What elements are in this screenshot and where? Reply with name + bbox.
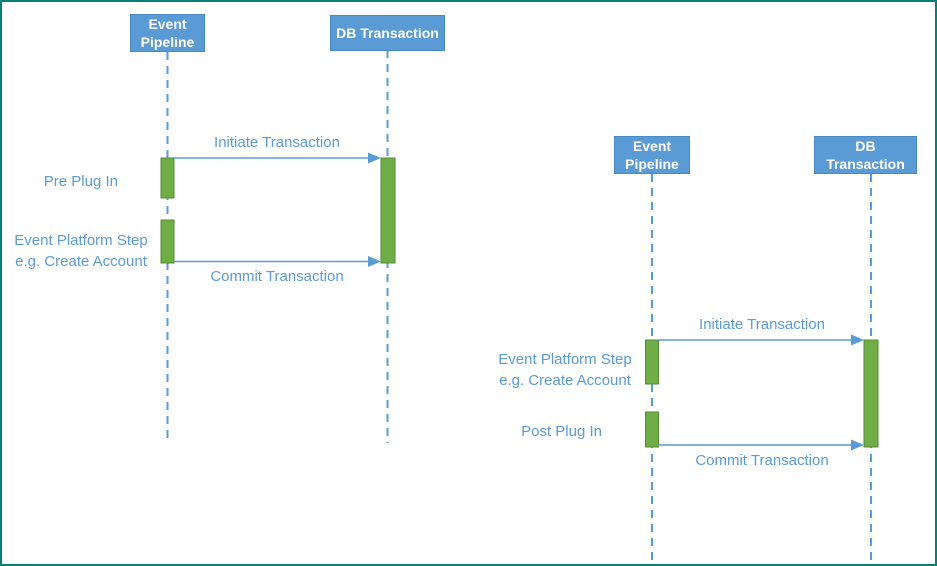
left-activation-bar-pre-plug-in (160, 157, 175, 199)
right-actor-box-db-transaction: DB Transaction (814, 136, 917, 174)
left-activation-bar-db-transaction (380, 157, 396, 264)
right-message-label-initiate-transaction: Initiate Transaction (699, 316, 825, 333)
left-actor-box-db-transaction: DB Transaction (330, 15, 445, 51)
right-message-label-commit-transaction: Commit Transaction (695, 452, 829, 469)
right-activation-bar-post-plug-in (645, 411, 659, 448)
right-initiate-transaction-arrowhead-icon (851, 334, 864, 346)
left-activation-label-event-platform-step: Event Platform Step e.g. Create Account (14, 232, 148, 270)
left-activation-bar-event-platform-step (160, 219, 175, 264)
right-commit-transaction-arrowhead-icon (851, 439, 864, 451)
right-activation-bar-db-transaction (863, 339, 879, 448)
left-actor-box-event-pipeline: Event Pipeline (130, 14, 205, 52)
right-activation-bar-event-platform-step (645, 339, 659, 385)
right-actor-box-event-pipeline: Event Pipeline (614, 136, 690, 174)
left-initiate-transaction-arrowhead-icon (368, 152, 381, 164)
left-commit-transaction-arrowhead-icon (368, 256, 381, 267)
left-activation-label-pre-plug-in: Pre Plug In (43, 173, 118, 190)
left-message-label-initiate-transaction: Initiate Transaction (214, 134, 340, 151)
right-activation-label-post-plug-in: Post Plug In (521, 423, 602, 440)
left-message-label-commit-transaction: Commit Transaction (210, 268, 344, 285)
right-activation-label-event-platform-step: Event Platform Step e.g. Create Account (498, 351, 632, 389)
